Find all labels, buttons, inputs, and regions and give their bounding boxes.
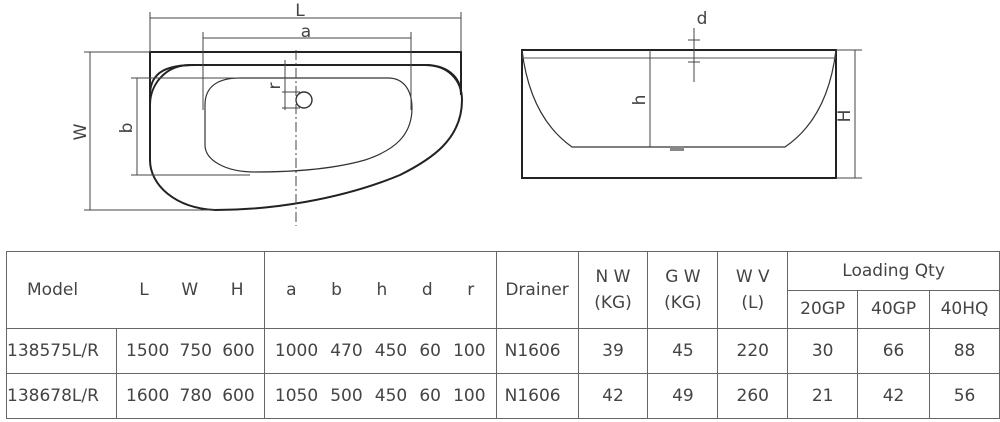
header-nw: N W (KG) [577,251,649,329]
spec-table: Model L W H a b h d r Drainer N W (KG) G … [6,251,1000,419]
cell-d: 60 [419,386,441,406]
cell-20gp: 30 [787,328,859,374]
cell-40gp: 42 [857,373,931,419]
header-H: H [230,280,244,300]
dim-label-b: b [117,123,137,134]
cell-W: 780 [179,386,212,406]
cell-inner-dims: 1050 500 450 60 100 [263,373,497,419]
header-drainer: Drainer [495,251,579,329]
header-40gp: 40GP [857,289,931,329]
header-nw-line2: (KG) [594,293,632,313]
header-wv-line1: W V [735,267,770,287]
header-a: a [286,280,297,300]
cell-drainer: N1606 [495,328,579,374]
header-model: Model [27,280,79,300]
header-wv-line2: (L) [741,293,765,313]
bathtub-drawing: L a W b r d h H [71,1,862,226]
cell-H: 600 [222,341,255,361]
header-b: b [331,280,342,300]
header-loading-qty: Loading Qty [787,251,1000,291]
header-h: h [376,280,388,300]
header-L: L [139,280,149,300]
header-inner-dims: a b h d r [263,251,497,329]
cell-40gp: 66 [857,328,931,374]
cell-h: 450 [374,341,408,361]
cell-nw: 42 [577,373,649,419]
cell-h: 450 [374,386,408,406]
cell-main-dims: 1600 780 600 [115,373,265,419]
header-40hq: 40HQ [929,289,1000,329]
cell-a: 1050 [274,386,319,406]
cell-b: 470 [330,341,363,361]
dim-label-W: W [71,123,91,140]
cell-a: 1000 [274,341,319,361]
cell-L: 1500 [126,341,170,361]
dim-label-a: a [301,22,311,42]
cell-wv: 220 [717,328,789,374]
cell-wv: 260 [717,373,789,419]
header-W: W [181,280,199,300]
cell-H: 600 [222,386,255,406]
cell-20gp: 21 [787,373,859,419]
header-20gp: 20GP [787,289,859,329]
cell-40hq: 56 [929,373,1000,419]
cell-drainer: N1606 [495,373,579,419]
cell-nw: 39 [577,328,649,374]
table-row: 138575L/R 1500 750 600 1000 470 450 60 1… [6,328,1000,374]
dim-label-L: L [295,1,305,21]
header-gw: G W (KG) [647,251,719,329]
header-gw-line1: G W [665,267,701,287]
cell-W: 750 [179,341,212,361]
cell-r: 100 [453,341,486,361]
cell-40hq: 88 [929,328,1000,374]
table-subheader-row: 20GP 40GP 40HQ [7,289,1000,329]
cell-gw: 45 [647,328,719,374]
header-gw-line2: (KG) [664,293,702,313]
cell-r: 100 [453,386,486,406]
dim-label-d: d [697,9,708,29]
cell-gw: 49 [647,373,719,419]
dim-label-h: h [630,95,650,106]
table-header-row: Model L W H a b h d r Drainer N W (KG) G … [6,251,1000,329]
cell-main-dims: 1500 750 600 [115,328,265,374]
cell-d: 60 [419,341,441,361]
side-view [521,28,862,179]
cell-model: 138678L/R [6,373,117,419]
cell-model: 138575L/R [6,328,117,374]
table-row: 138678L/R 1600 780 600 1050 500 450 60 1… [6,373,1000,419]
header-nw-line1: N W [595,267,631,287]
cell-inner-dims: 1000 470 450 60 100 [263,328,497,374]
dim-label-r: r [265,83,285,90]
dim-label-H: H [835,110,855,123]
header-r: r [467,280,475,300]
cell-b: 500 [330,386,363,406]
header-model-dims: Model L W H [6,251,265,329]
header-wv: W V (L) [717,251,789,329]
top-view [84,12,464,226]
cell-L: 1600 [126,386,170,406]
header-d: d [421,280,433,300]
